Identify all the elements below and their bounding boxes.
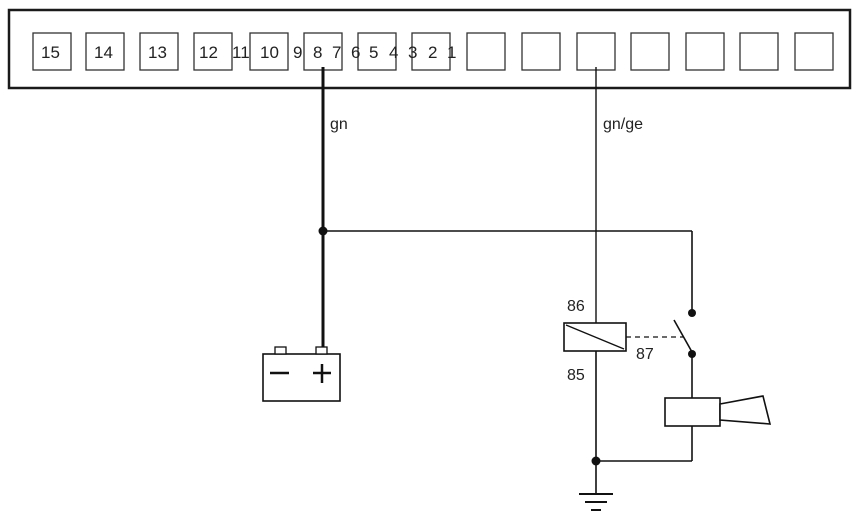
pin-label-8: 8 (313, 43, 322, 62)
pin-box-5 (357, 32, 397, 71)
pin-label-4: 4 (389, 43, 398, 62)
wire-label-gn-ge: gn/ge (603, 116, 643, 133)
relay-terminal-86: 86 (567, 298, 585, 315)
pin-box-14 (85, 32, 125, 71)
junction-dot-top (318, 226, 328, 236)
pin-label-9: 9 (293, 43, 302, 62)
pin-box-empty-4 (630, 32, 670, 71)
pin-label-13: 13 (148, 43, 167, 62)
pin-label-6: 6 (351, 43, 360, 62)
pin-box-empty-7 (794, 32, 834, 71)
battery-icon (262, 346, 341, 402)
pin-label-15: 15 (41, 43, 60, 62)
pin-box-10 (249, 32, 289, 71)
pin-box-2 (411, 32, 451, 71)
wire-gn (318, 67, 693, 350)
relay-icon (563, 322, 684, 352)
pin-box-empty-6 (739, 32, 779, 71)
ground-return-wire (591, 351, 693, 494)
pin-label-10: 10 (260, 43, 279, 62)
ground-icon (579, 493, 613, 511)
pin-label-2: 2 (428, 43, 437, 62)
pin-label-7: 7 (332, 43, 341, 62)
pin-box-15 (32, 32, 72, 71)
pin-label-5: 5 (369, 43, 378, 62)
pin-label-14: 14 (94, 43, 113, 62)
horn-icon (664, 395, 772, 427)
relay-terminal-85: 85 (567, 367, 585, 384)
pin-label-12: 12 (199, 43, 218, 62)
pin-box-empty-2 (521, 32, 561, 71)
pin-box-empty-1 (466, 32, 506, 71)
pin-label-3: 3 (408, 43, 417, 62)
switch-icon (673, 309, 696, 398)
connector-strip: 15 14 13 12 10 8 5 2 11 9 7 6 4 3 1 (7, 8, 852, 90)
junction-dot-bottom (591, 456, 601, 466)
pin-label-11: 11 (232, 43, 250, 62)
pin-box-13 (139, 32, 179, 71)
pin-box-empty-5 (685, 32, 725, 71)
relay-terminal-87: 87 (636, 346, 654, 363)
pin-label-1: 1 (447, 43, 456, 62)
wire-label-gn: gn (330, 116, 348, 133)
pin-box-empty-3 (576, 32, 616, 71)
pin-box-12 (193, 32, 233, 71)
